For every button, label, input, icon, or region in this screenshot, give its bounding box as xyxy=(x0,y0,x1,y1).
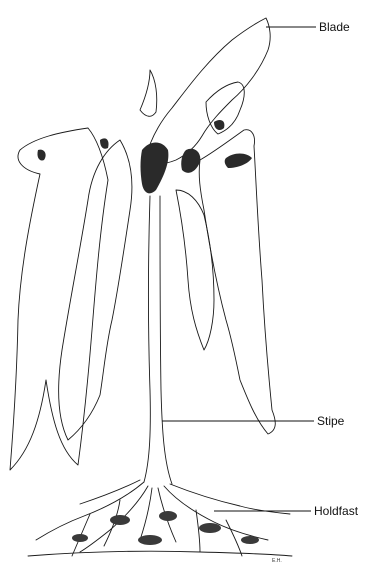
stipe xyxy=(144,196,172,484)
holdfast-shading xyxy=(72,511,259,545)
blade-middle xyxy=(176,190,214,350)
blade-back-left xyxy=(10,128,108,470)
label-holdfast: Holdfast xyxy=(314,504,358,518)
label-stipe: Stipe xyxy=(317,414,344,428)
blade-right-hanging xyxy=(199,130,275,434)
blade-right-upper xyxy=(206,82,244,134)
leader-lines xyxy=(162,27,316,511)
artist-initials: E.H. xyxy=(272,558,282,564)
blade-top xyxy=(145,18,270,164)
blade-small-top xyxy=(140,70,157,116)
label-blade: Blade xyxy=(319,20,350,34)
